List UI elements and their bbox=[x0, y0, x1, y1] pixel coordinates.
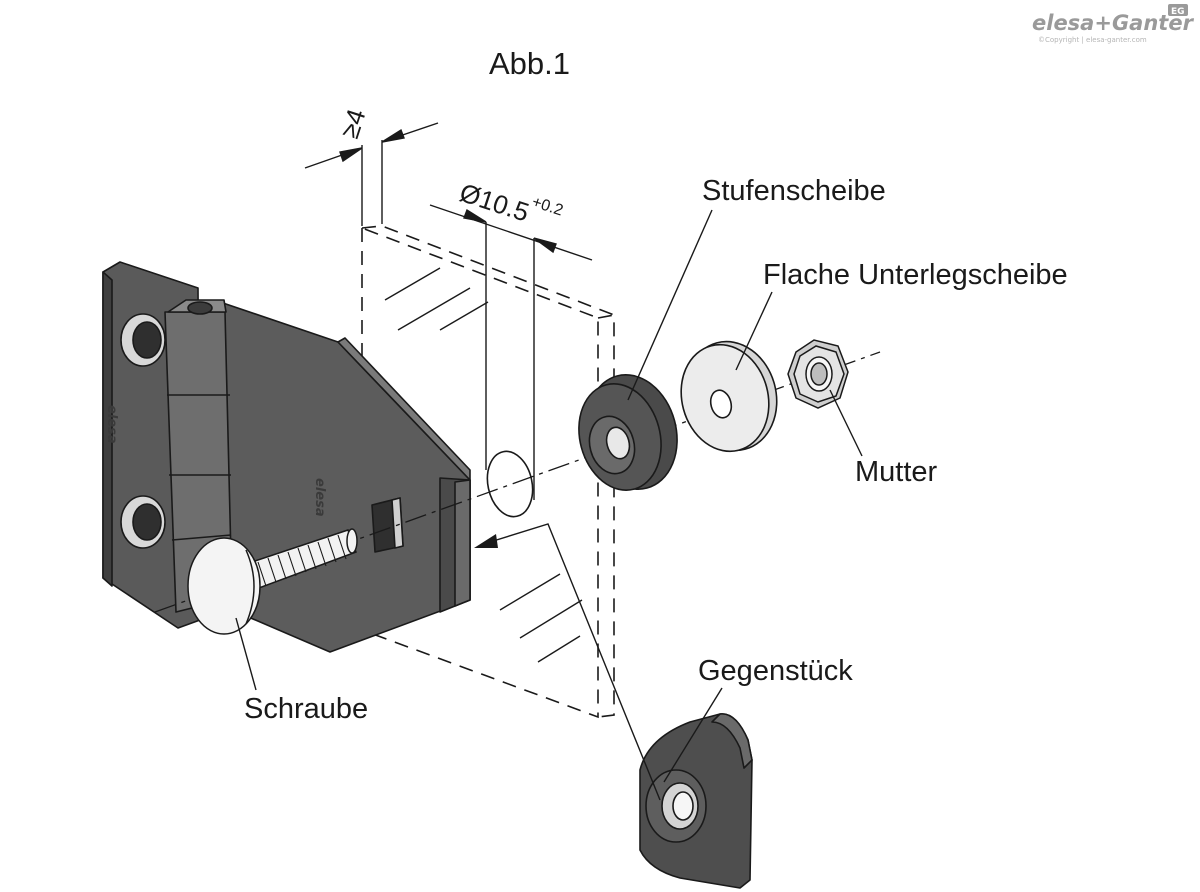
dimension-hole-label: Ø10.5 bbox=[456, 177, 533, 227]
hinge-pin-hole bbox=[187, 301, 213, 315]
screw bbox=[187, 528, 358, 635]
panel-plate bbox=[361, 225, 615, 719]
leader-insertion-path bbox=[489, 523, 661, 801]
panel-edge bbox=[597, 314, 615, 319]
label-nut: Mutter bbox=[855, 456, 938, 488]
panel-hole bbox=[486, 450, 534, 518]
dimension-hole bbox=[429, 204, 593, 500]
brand-badge-text: EG bbox=[1171, 7, 1185, 17]
leader-counterpart bbox=[663, 687, 723, 783]
brand-logo-text: elesa+Ganter bbox=[1032, 11, 1195, 35]
brand-logo: elesa+Ganter ©Copyright | elesa-ganter.c… bbox=[1032, 4, 1195, 44]
screw-head bbox=[187, 537, 261, 635]
hinge-right-engraving: elesa bbox=[312, 478, 327, 517]
glass-hatch bbox=[384, 267, 583, 663]
brand-badge bbox=[1168, 4, 1188, 16]
hex-nut bbox=[787, 339, 849, 409]
insertion-arrowhead bbox=[474, 534, 498, 548]
leader-nut bbox=[829, 389, 863, 457]
label-flat-washer: Flache Unterlegscheibe bbox=[763, 259, 1068, 291]
dimension-thickness bbox=[304, 122, 439, 226]
step-washer bbox=[578, 374, 678, 491]
dimension-hole-tolerance: +0.2 bbox=[530, 194, 565, 220]
label-screw: Schraube bbox=[244, 693, 368, 725]
leader-screw bbox=[235, 617, 257, 691]
hinge-left-engraving: elesa bbox=[104, 405, 119, 444]
label-counterpart: Gegenstück bbox=[698, 655, 853, 687]
panel-outline bbox=[361, 225, 615, 718]
figure-title: Abb.1 bbox=[489, 46, 570, 81]
hinge-right-leaf-flange-face bbox=[454, 479, 471, 607]
flat-washer bbox=[680, 340, 778, 453]
brand-copyright: ©Copyright | elesa-ganter.com bbox=[1038, 36, 1147, 44]
label-step-washer: Stufenscheibe bbox=[702, 175, 886, 207]
dimension-thickness-label: ≥4 bbox=[334, 105, 371, 142]
counterpart bbox=[639, 713, 753, 889]
leader-flat-washer bbox=[735, 291, 773, 371]
panel-back-outline bbox=[361, 227, 599, 719]
hinge-left-leaf-side bbox=[102, 271, 113, 587]
hinge-right-leaf-edge bbox=[337, 337, 471, 481]
leader-step-washer bbox=[627, 209, 713, 401]
leader-lines bbox=[235, 209, 863, 801]
